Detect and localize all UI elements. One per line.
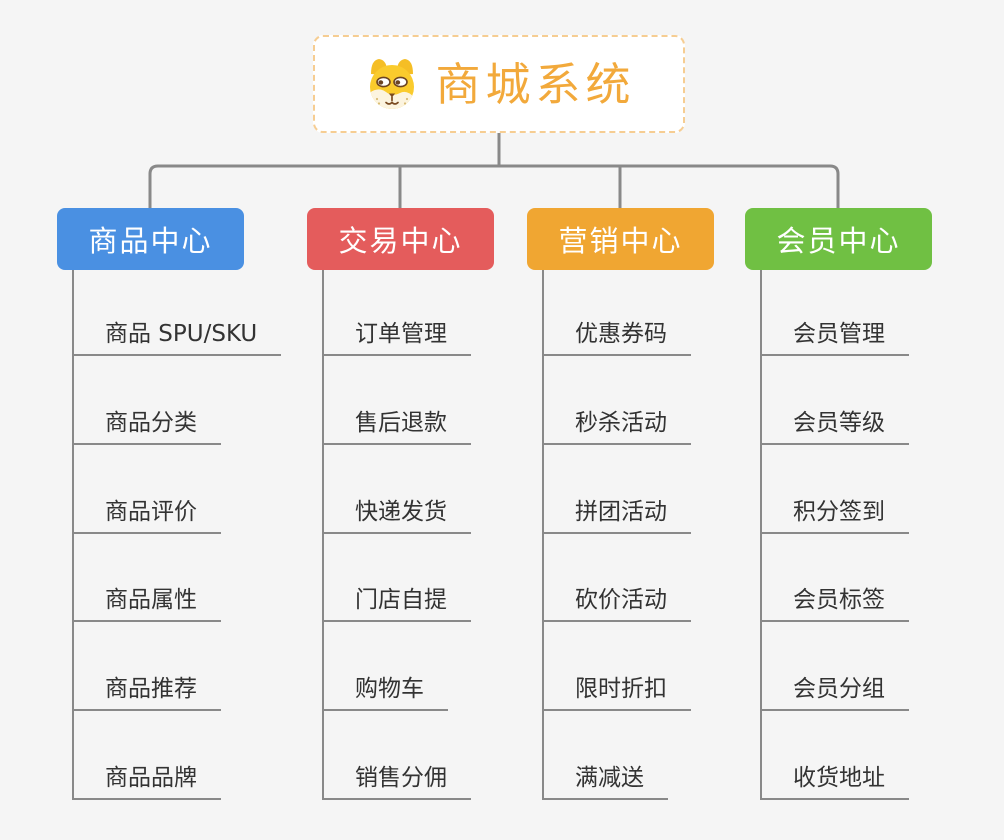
topic-item-label: 会员管理 xyxy=(793,321,885,347)
topic-item[interactable]: 收货地址 xyxy=(762,756,909,800)
topic-item-label: 满减送 xyxy=(575,765,644,791)
topic-item-label: 优惠券码 xyxy=(575,321,667,347)
root-node[interactable]: 商城系统 xyxy=(313,35,685,133)
topic-item-label: 商品推荐 xyxy=(105,676,197,702)
topic-item[interactable]: 商品品牌 xyxy=(74,756,221,800)
branch-children-column-0: 商品 SPU/SKU 商品分类商品评价商品属性商品推荐商品品牌 xyxy=(72,270,304,800)
topic-item-label: 商品属性 xyxy=(105,587,197,613)
topic-item-label: 商品分类 xyxy=(105,410,197,436)
branch-node-0[interactable]: 商品中心 xyxy=(57,208,244,270)
topic-item[interactable]: 门店自提 xyxy=(324,578,471,622)
topic-item[interactable]: 会员管理 xyxy=(762,312,909,356)
branch-children-column-3: 会员管理会员等级积分签到会员标签会员分组收货地址 xyxy=(760,270,992,800)
topic-item-label: 积分签到 xyxy=(793,499,885,525)
topic-item-label: 门店自提 xyxy=(355,587,447,613)
topic-item-label: 销售分佣 xyxy=(355,765,447,791)
topic-item-label: 购物车 xyxy=(355,676,424,702)
topic-item[interactable]: 会员分组 xyxy=(762,667,909,711)
branch-children-column-1: 订单管理售后退款快递发货门店自提购物车销售分佣 xyxy=(322,270,554,800)
branch-label: 商品中心 xyxy=(88,224,213,258)
topic-item-label: 商品品牌 xyxy=(105,765,197,791)
branch-node-2[interactable]: 营销中心 xyxy=(527,208,714,270)
branch-label: 会员中心 xyxy=(776,224,901,258)
topic-item[interactable]: 订单管理 xyxy=(324,312,471,356)
topic-item[interactable]: 限时折扣 xyxy=(544,667,691,711)
topic-item[interactable]: 会员标签 xyxy=(762,578,909,622)
topic-item-label: 会员等级 xyxy=(793,410,885,436)
branch-node-1[interactable]: 交易中心 xyxy=(307,208,494,270)
topic-item[interactable]: 商品推荐 xyxy=(74,667,221,711)
topic-item-label: 秒杀活动 xyxy=(575,410,667,436)
topic-item[interactable]: 秒杀活动 xyxy=(544,401,691,445)
topic-item-label: 商品评价 xyxy=(105,499,197,525)
topic-item-label: 会员标签 xyxy=(793,587,885,613)
topic-item[interactable]: 会员等级 xyxy=(762,401,909,445)
topic-item-label: 快递发货 xyxy=(355,499,447,525)
topic-item[interactable]: 优惠券码 xyxy=(544,312,691,356)
topic-item-label: 售后退款 xyxy=(355,410,447,436)
branch-bus-line xyxy=(148,164,840,208)
topic-item[interactable]: 购物车 xyxy=(324,667,448,711)
topic-item[interactable]: 商品评价 xyxy=(74,490,221,534)
topic-item-label: 砍价活动 xyxy=(575,587,667,613)
topic-item[interactable]: 商品分类 xyxy=(74,401,221,445)
topic-item[interactable]: 商品 SPU/SKU xyxy=(74,312,282,356)
branch-children-column-2: 优惠券码秒杀活动拼团活动砍价活动限时折扣满减送 xyxy=(542,270,774,800)
topic-item[interactable]: 商品属性 xyxy=(74,578,221,622)
topic-item[interactable]: 快递发货 xyxy=(324,490,471,534)
branch-label: 营销中心 xyxy=(558,224,683,258)
topic-item[interactable]: 拼团活动 xyxy=(544,490,691,534)
topic-item[interactable]: 满减送 xyxy=(544,756,668,800)
topic-item-label: 拼团活动 xyxy=(575,499,667,525)
topic-item-label: 会员分组 xyxy=(793,676,885,702)
root-title: 商城系统 xyxy=(435,57,636,111)
topic-item[interactable]: 积分签到 xyxy=(762,490,909,534)
topic-item-label: 商品 SPU/SKU xyxy=(105,321,258,347)
dog-face-icon xyxy=(370,59,415,109)
branch-label: 交易中心 xyxy=(338,224,463,258)
topic-item[interactable]: 砍价活动 xyxy=(544,578,691,622)
branch-node-3[interactable]: 会员中心 xyxy=(745,208,932,270)
topic-item[interactable]: 销售分佣 xyxy=(324,756,471,800)
topic-item-label: 收货地址 xyxy=(793,765,885,791)
topic-item-label: 订单管理 xyxy=(355,321,447,347)
topic-item-label: 限时折扣 xyxy=(575,676,667,702)
topic-item[interactable]: 售后退款 xyxy=(324,401,471,445)
